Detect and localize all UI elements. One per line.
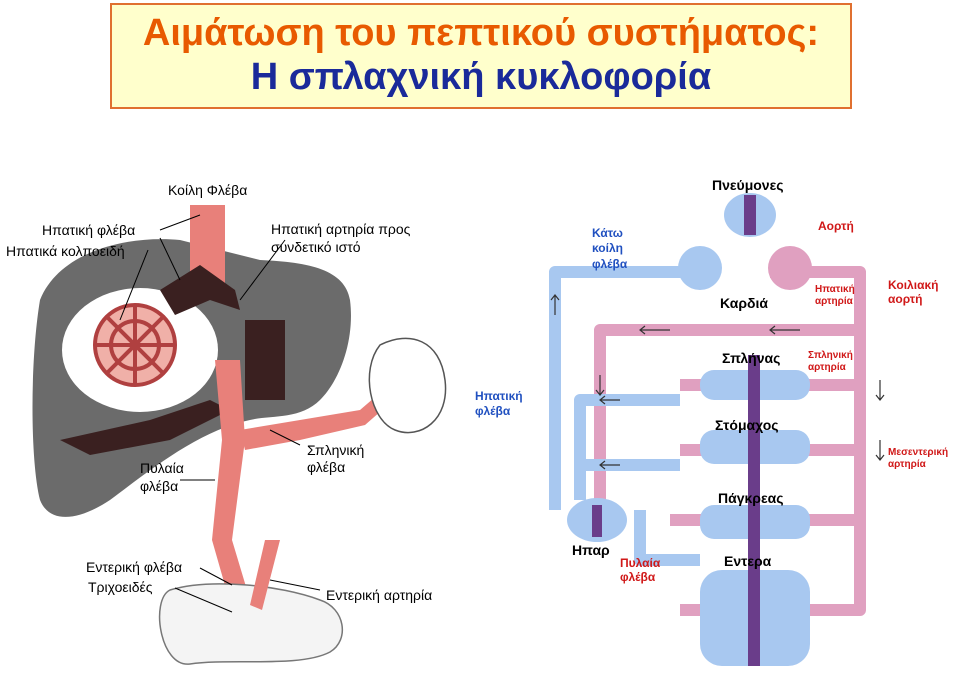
hepatic-sinusoids [93,303,177,387]
intestine-shape [158,583,344,665]
spleen-shape [368,337,447,434]
label-kato-1: Κάτω [592,226,623,240]
liver-capillary [592,505,602,537]
label-koiliaki-1: Κοιλιακή [888,278,938,292]
label-ipatiki-art-1: Ηπατική [815,284,855,295]
label-ipatiki-art-2: αρτηρία [815,296,854,307]
label-pylaia-2: φλέβα [620,570,656,584]
label-entera: Εντερα [724,553,772,569]
label-pnevmones: Πνεύμονες [712,177,784,193]
label-mesent-2: αρτηρία [888,459,927,470]
splenic-vein [240,380,405,450]
heart-left [768,246,812,290]
label-mesent-1: Μεσεντερική [888,447,948,458]
label-aorti: Αορτή [818,219,854,233]
label-stomachos: Στόμαχος [715,417,779,433]
label-ipatiki-fleva: Ηπατική φλέβα [42,222,135,238]
label-splin-art-1: Σπληνική [808,350,853,361]
label-ipatiki-artiria-2: συνδετικό ιστό [271,239,361,255]
label-spliniki-1: Σπληνική [307,442,364,458]
label-splin-art-2: αρτηρία [808,362,847,373]
title-line-2: Η σπλαχνική κυκλοφορία [250,56,712,98]
heart-right [678,246,722,290]
label-kato-3: φλέβα [592,257,628,271]
label-pagkreas: Πάγκρεας [718,490,784,506]
label-ipatika-kolpoeidi: Ηπατικά κολποειδή [6,243,125,259]
leader-lines [119,214,321,613]
label-trichoeidis: Τριχοειδές [88,579,153,595]
organ-capillary-bed [748,355,760,666]
label-pylaia-2: φλέβα [140,478,178,494]
label-pylaia-1: Πυλαία [140,460,184,476]
circulation-schema: Πνεύμονες Κάτω κοίλη φλέβα Αορτή Καρδιά … [475,177,948,666]
label-ipar: Ηπαρ [572,542,610,558]
label-koiliaki-2: αορτή [888,292,922,306]
liver-diagram: Κοίλη Φλέβα Ηπατική φλέβα Ηπατικά κολποε… [6,182,447,665]
lungs-capillary [744,195,756,235]
hepatic-artery-dark [245,320,285,400]
intestinal-artery [250,540,280,610]
label-enteriki-artiria: Εντερική αρτηρία [326,587,432,603]
label-koili-fleva: Κοίλη Φλέβα [168,182,247,198]
label-kato-2: κοίλη [592,241,623,255]
venous-circuit [549,266,700,566]
label-ipatiki-fleva-2: φλέβα [475,404,511,418]
label-enteriki-fleva: Εντερική φλέβα [86,559,182,575]
portal-vein-trunk [212,360,250,610]
label-kardia: Καρδιά [720,295,768,311]
label-ipatiki-artiria-1: Ηπατική αρτηρία προς [271,221,411,237]
label-pylaia-1: Πυλαία [620,556,661,570]
label-splinas: Σπλήνας [722,350,780,366]
title-box: Αιμάτωση του πεπτικού συστήματος: Η σπλα… [110,3,852,109]
flow-arrows [550,294,885,470]
hepatic-vein-lower [60,400,230,455]
hepatic-vein-branches [160,265,240,315]
label-spliniki-2: φλέβα [307,459,345,475]
title-line-1: Αιμάτωση του πεπτικού συστήματος: [142,12,820,54]
label-ipatiki-fleva-1: Ηπατική [475,389,523,403]
